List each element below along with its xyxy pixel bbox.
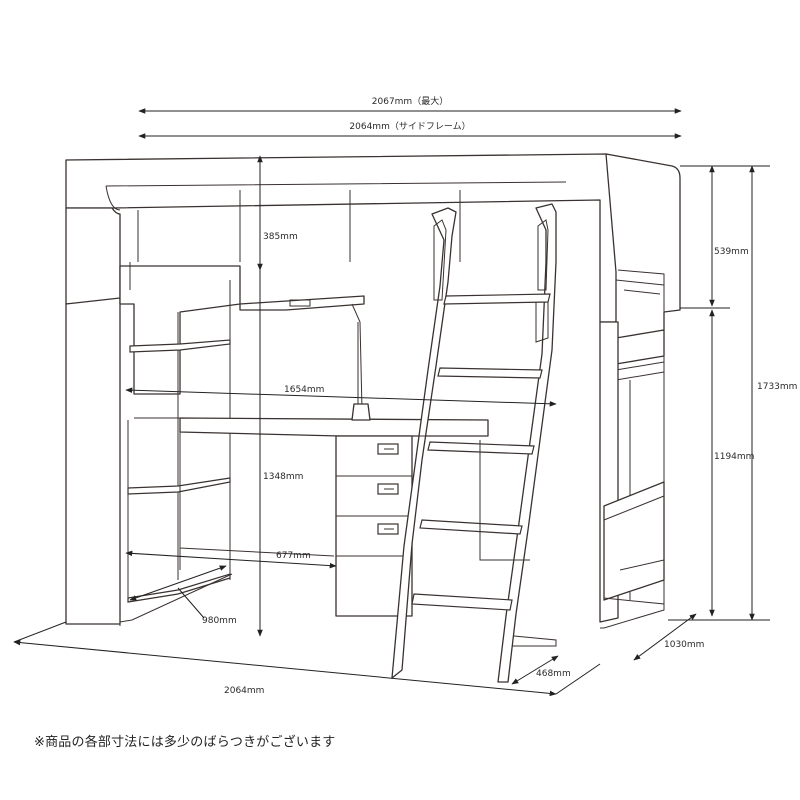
dim-shelf-inner-label: 677mm: [276, 551, 311, 561]
loft-bed-frame: [65, 153, 681, 683]
dim-top-clearance-label: 385mm: [263, 232, 298, 242]
dim-desk-width-label: 1654mm: [284, 385, 324, 395]
dim-side-frame-label: 2064mm（サイドフレーム）: [349, 121, 470, 132]
dim-total-height-label: 1733mm: [757, 382, 797, 392]
dim-under-height-label: 1194mm: [714, 452, 754, 462]
dimension-note: ※商品の各部寸法には多少のばらつきがございます: [34, 735, 336, 750]
ladder: [391, 203, 557, 683]
dim-guard-height-label: 539mm: [714, 247, 749, 257]
dimension-labels: 2067mm（最大） 2064mm（サイドフレーム） 385mm 539mm 1…: [202, 95, 797, 696]
dim-bottom-width-label: 2064mm: [224, 686, 264, 696]
dim-ladder-depth-label: 468mm: [536, 669, 571, 679]
dim-desk-height-label: 1348mm: [263, 472, 303, 482]
dim-shelf-depth-label: 980mm: [202, 616, 237, 626]
dim-max-width-label: 2067mm（最大）: [372, 95, 448, 107]
dimension-lines: [13, 108, 770, 697]
dim-depth-label: 1030mm: [664, 640, 704, 650]
